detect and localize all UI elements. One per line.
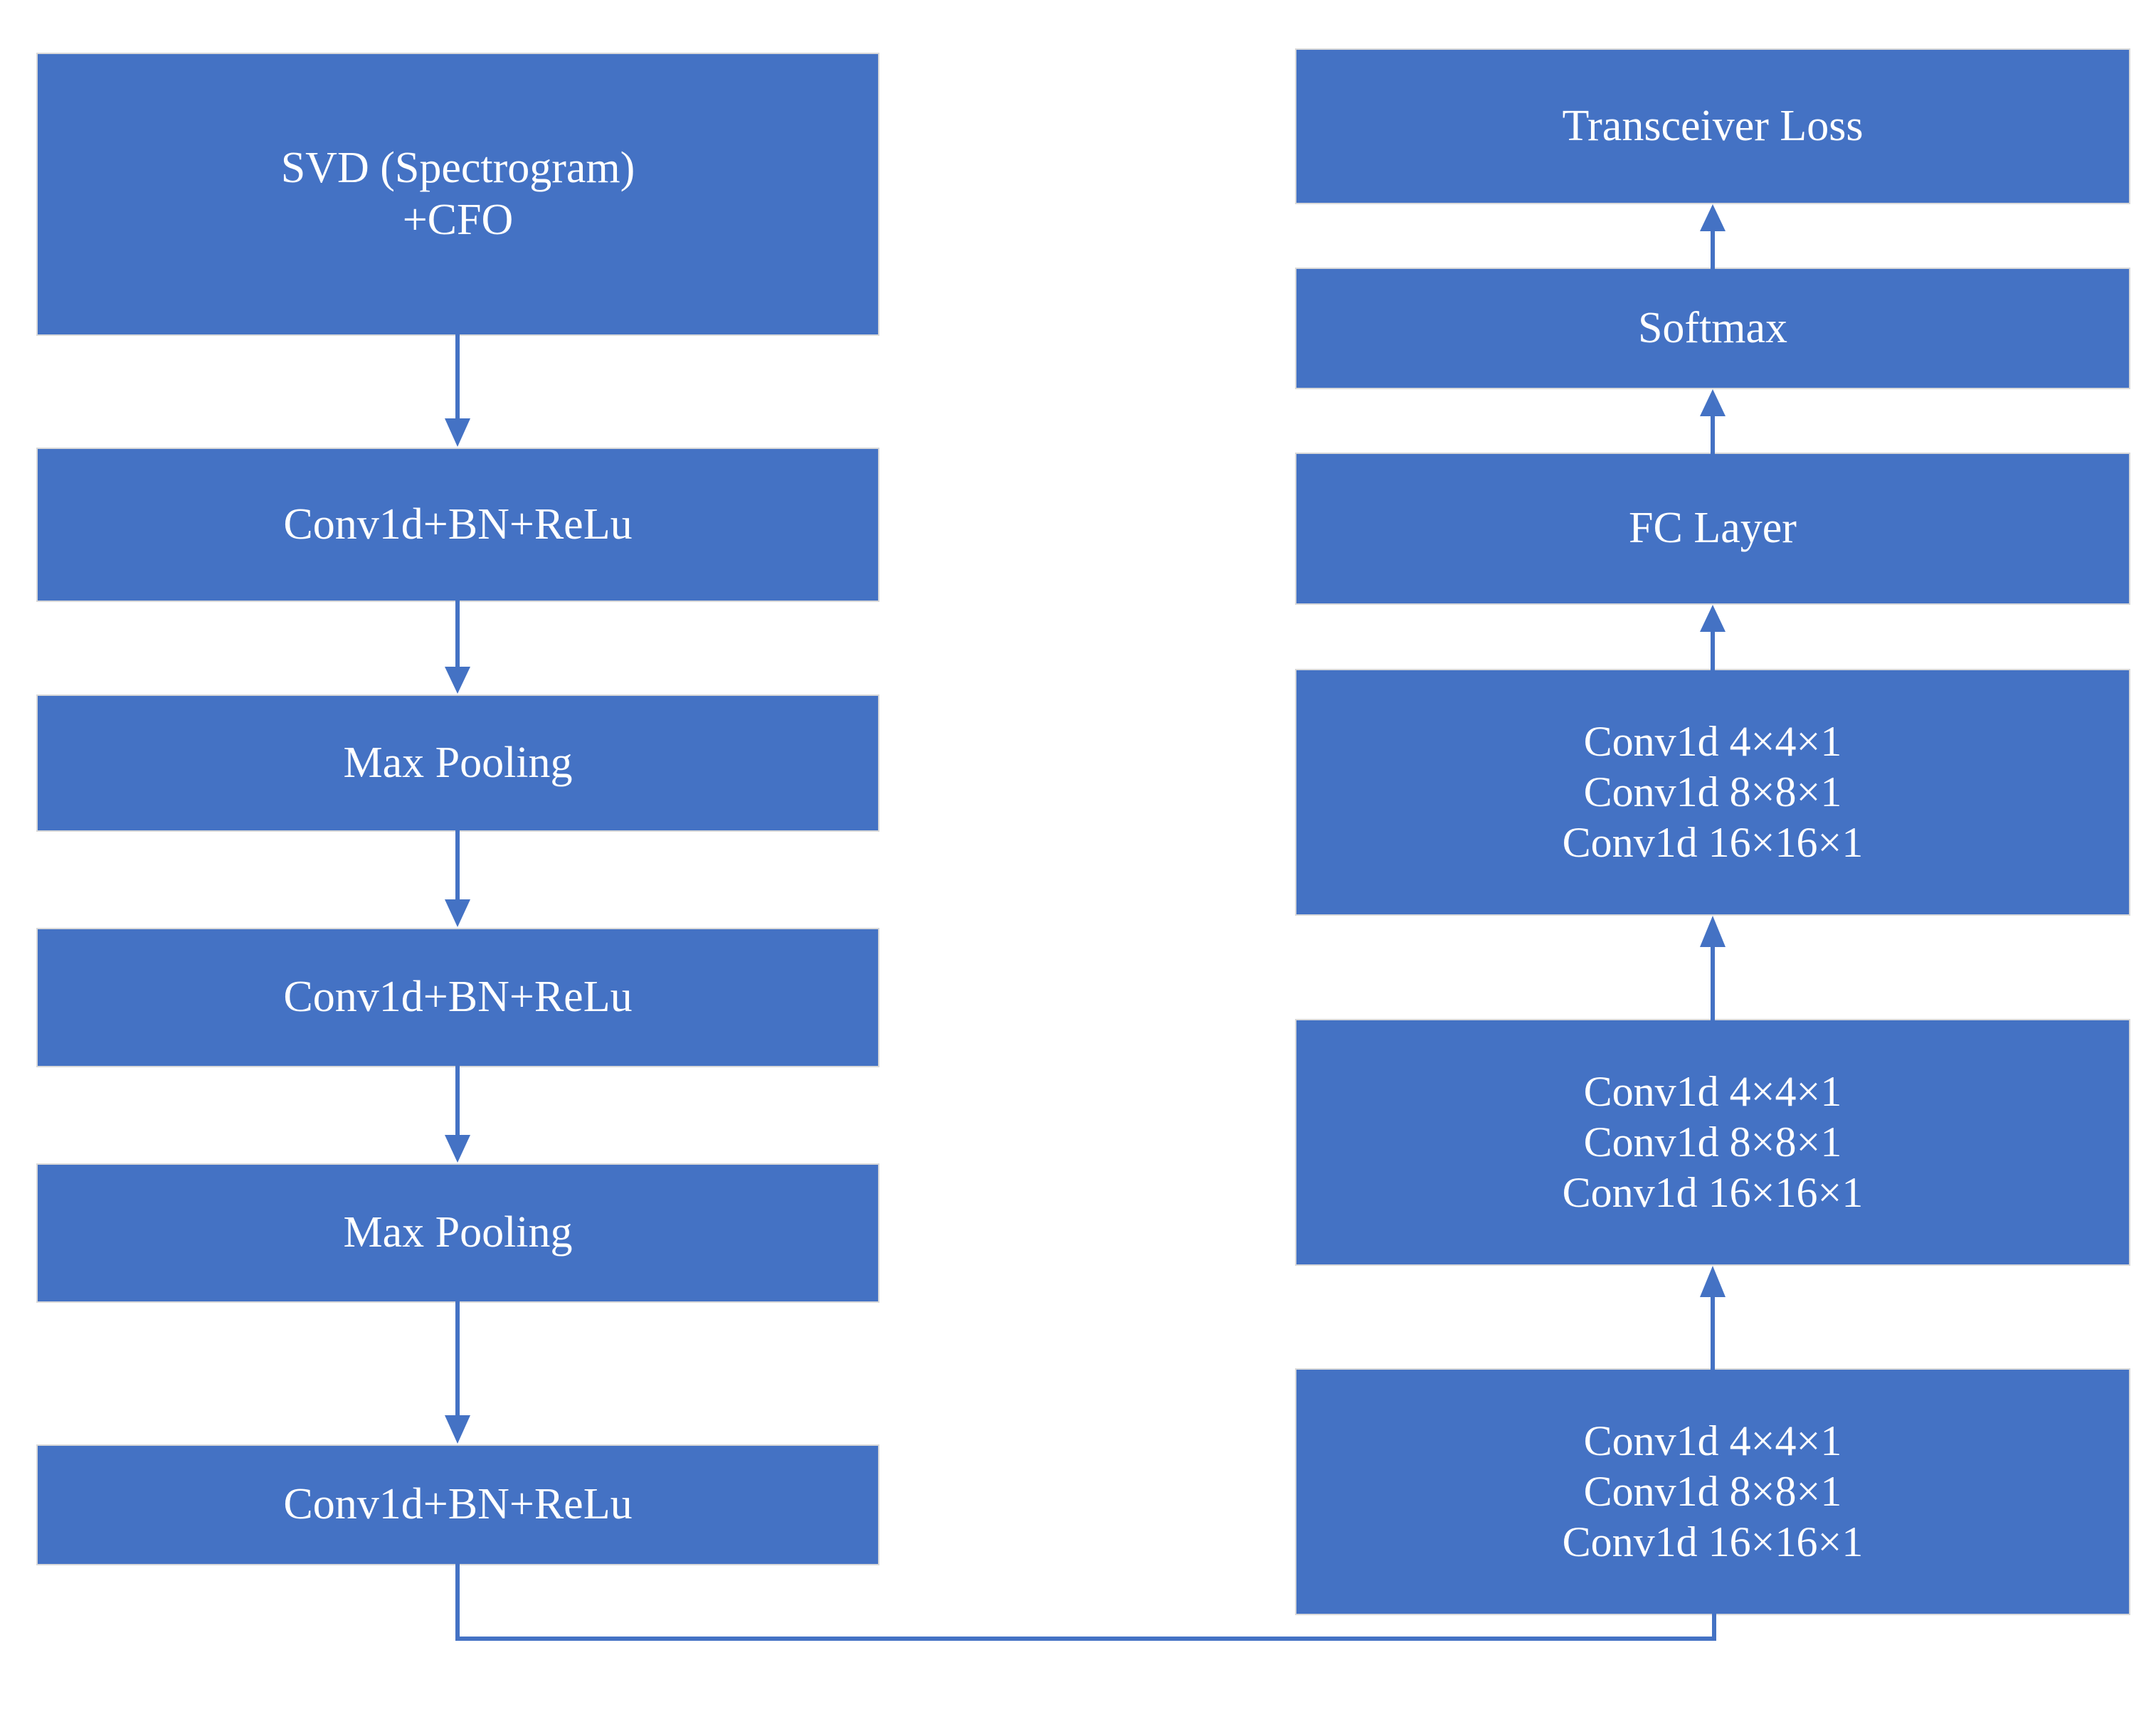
node-conv-block-1-line-2: Conv1d 8×8×1	[1583, 1468, 1842, 1516]
node-fc-layer-label: FC Layer	[1629, 504, 1797, 553]
node-conv-block-2[interactable]: Conv1d 4×4×1 Conv1d 8×8×1 Conv1d 16×16×1	[1296, 1020, 2129, 1264]
node-svd-line-1: SVD (Spectrogram)	[280, 143, 635, 192]
node-conv1-label: Conv1d+BN+ReLu	[283, 499, 633, 549]
arrow-pool1-to-conv2	[436, 830, 479, 929]
node-conv3-label: Conv1d+BN+ReLu	[283, 1480, 633, 1529]
node-fc-layer[interactable]: FC Layer	[1296, 454, 2129, 603]
arrow-conv-block-2-to-conv-block-3	[1691, 914, 1734, 1020]
node-softmax[interactable]: Softmax	[1296, 269, 2129, 388]
node-conv-block-2-line-2: Conv1d 8×8×1	[1583, 1119, 1842, 1166]
node-pool2-label: Max Pooling	[343, 1208, 573, 1257]
node-conv2-label: Conv1d+BN+ReLu	[283, 973, 633, 1022]
node-max-pooling-2[interactable]: Max Pooling	[38, 1165, 878, 1301]
node-svd-line-2: +CFO	[402, 196, 514, 244]
node-softmax-label: Softmax	[1637, 303, 1788, 352]
node-transceiver-loss-label: Transceiver Loss	[1562, 101, 1864, 150]
node-conv-block-3[interactable]: Conv1d 4×4×1 Conv1d 8×8×1 Conv1d 16×16×1	[1296, 670, 2129, 914]
arrow-conv1-to-pool1	[436, 601, 479, 696]
node-conv-block-3-line-3: Conv1d 16×16×1	[1562, 818, 1864, 866]
node-transceiver-loss[interactable]: Transceiver Loss	[1296, 50, 2129, 203]
node-conv1d-bn-relu-2[interactable]: Conv1d+BN+ReLu	[38, 929, 878, 1066]
node-svd-spectrogram-cfo[interactable]: SVD (Spectrogram) +CFO	[38, 54, 878, 334]
node-pool1-label: Max Pooling	[343, 738, 573, 787]
arrow-conv3-to-conv-block-1-elbow	[436, 1564, 1760, 1678]
arrow-svd-to-conv1	[436, 334, 479, 449]
node-conv1d-bn-relu-3[interactable]: Conv1d+BN+ReLu	[38, 1446, 878, 1564]
node-conv-block-2-line-3: Conv1d 16×16×1	[1562, 1168, 1864, 1216]
arrow-pool2-to-conv3	[436, 1301, 479, 1446]
node-conv-block-2-line-1: Conv1d 4×4×1	[1583, 1068, 1842, 1116]
node-conv-block-3-line-1: Conv1d 4×4×1	[1583, 718, 1842, 766]
node-conv-block-1-line-1: Conv1d 4×4×1	[1583, 1417, 1842, 1465]
node-conv-block-1-line-3: Conv1d 16×16×1	[1562, 1518, 1864, 1565]
arrow-softmax-to-transceiver-loss	[1691, 203, 1734, 269]
node-conv1d-bn-relu-1[interactable]: Conv1d+BN+ReLu	[38, 449, 878, 601]
arrow-conv2-to-pool2	[436, 1066, 479, 1165]
arrow-conv-block-3-to-fc-layer	[1691, 603, 1734, 670]
node-conv-block-1[interactable]: Conv1d 4×4×1 Conv1d 8×8×1 Conv1d 16×16×1	[1296, 1370, 2129, 1614]
node-conv-block-3-line-2: Conv1d 8×8×1	[1583, 768, 1842, 816]
arrow-conv-block-1-to-conv-block-2	[1691, 1264, 1734, 1370]
arrow-fc-layer-to-softmax	[1691, 388, 1734, 454]
node-max-pooling-1[interactable]: Max Pooling	[38, 696, 878, 830]
